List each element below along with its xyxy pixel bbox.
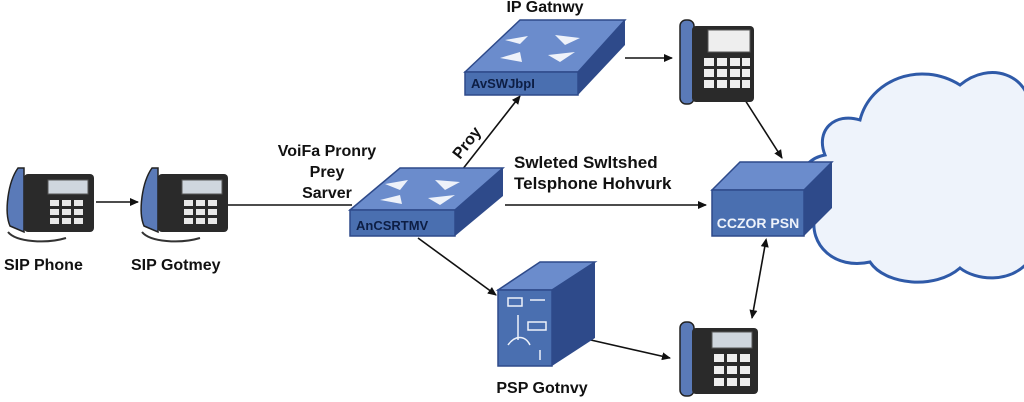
link-phone-pstn (744, 99, 783, 159)
pstn-box-label: CCZOR PSN (717, 215, 799, 231)
ip-gateway-label: IP Gatnwy (506, 0, 584, 16)
psp-gateway-server-icon (495, 261, 598, 367)
sip-phone-icon (6, 167, 94, 243)
sip-phone-label: SIP Phone (4, 257, 83, 274)
sip-gateway-label: SIP Gotmey (131, 257, 221, 274)
ip-phone-bottom-icon (679, 321, 758, 397)
pstn-cloud-icon (797, 71, 1024, 284)
link-proxy-ipgateway (461, 95, 521, 171)
link-proxy-psp (417, 237, 497, 296)
top-switch-label: AvSWJbpI (471, 76, 535, 91)
center-switch-label: AnCSRTMV (356, 218, 429, 233)
proxy-server-label: VoiFa Pronry Prey Sarver (277, 143, 377, 202)
pstn-switch-icon: CCZOR PSN (710, 161, 834, 237)
ip-phone-top-icon (679, 19, 754, 105)
switched-network-label: Swleted Swltshed Telsphone Hohvurk (514, 153, 672, 194)
ip-gateway-switch-icon: AvSWJbpI (463, 19, 627, 96)
psp-gateway-label: PSP Gotnvy (496, 380, 588, 397)
proxy-arrow-label: Proy (450, 124, 485, 163)
sip-gateway-phone-icon (140, 167, 228, 243)
connections (96, 54, 783, 361)
proxy-switch-icon: AnCSRTMV (347, 167, 505, 237)
link-psp-phone (581, 337, 671, 361)
link-pstn-phone (749, 238, 769, 319)
